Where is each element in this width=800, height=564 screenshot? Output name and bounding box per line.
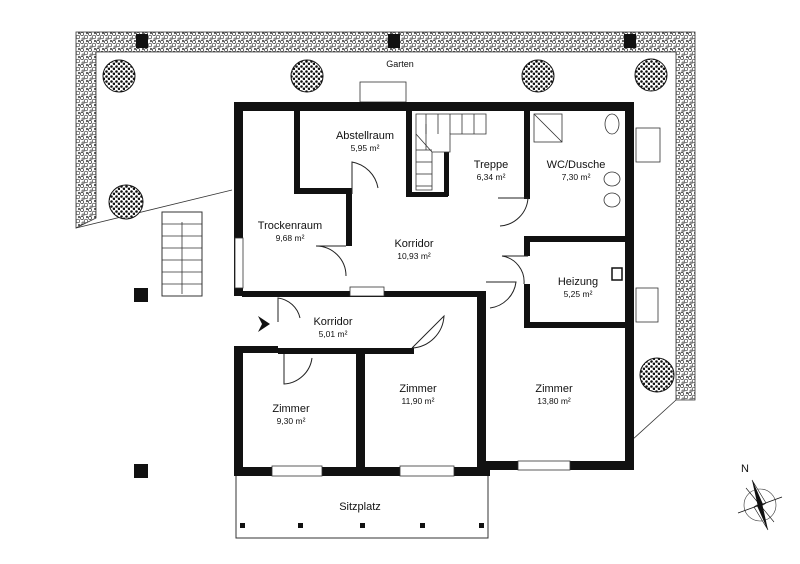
garden-post	[136, 34, 148, 48]
garden-gravel-border	[75, 31, 696, 441]
internal-staircase	[415, 113, 487, 191]
compass-rose-icon	[737, 479, 783, 531]
room-area-heizung: 5,25 m²	[564, 289, 593, 299]
shrub-icon	[639, 357, 675, 393]
room-area-abstellraum: 5,95 m²	[351, 143, 380, 153]
room-name-korridor-main: Korridor	[394, 238, 433, 250]
shrub-icon	[290, 59, 324, 93]
sink-icon	[603, 192, 621, 208]
room-name-heizung: Heizung	[558, 276, 598, 288]
shrub-icon	[102, 59, 136, 93]
compass: N	[737, 463, 783, 531]
room-name-zimmer1: Zimmer	[272, 403, 310, 415]
room-area-zimmer1: 9,30 m²	[277, 416, 306, 426]
shrub-icon	[521, 59, 555, 93]
room-area-trockenraum: 9,68 m²	[276, 233, 305, 243]
exterior-windows	[359, 81, 661, 323]
room-area-zimmer2: 11,90 m²	[402, 396, 435, 406]
sink-icon	[603, 171, 621, 187]
door-trockenraum	[315, 245, 347, 277]
room-area-treppe: 6,34 m²	[477, 172, 506, 182]
door-zimmer2	[411, 314, 445, 349]
garden-post	[624, 34, 636, 48]
garden-label: Garten	[386, 59, 414, 69]
shrub-icon	[108, 184, 144, 220]
room-name-trockenraum: Trockenraum	[258, 220, 322, 232]
shrub-icon	[634, 58, 668, 92]
garden-post	[388, 34, 400, 48]
room-area-wc: 7,30 m²	[562, 172, 591, 182]
door-heizung	[501, 255, 528, 285]
terrace	[235, 471, 489, 539]
exterior-stairs	[161, 211, 203, 297]
room-area-korridor-small: 5,01 m²	[319, 329, 348, 339]
pillar	[134, 464, 148, 478]
pillar	[134, 288, 148, 302]
room-name-abstellraum: Abstellraum	[336, 130, 394, 142]
door-abstellraum	[351, 161, 379, 194]
door-zimmer1	[283, 354, 313, 385]
shrubs	[102, 58, 675, 393]
interior-window	[234, 237, 244, 289]
door-wc	[498, 197, 529, 227]
bottom-windows	[271, 286, 571, 477]
room-labels: Abstellraum 5,95 m² Treppe 6,34 m² WC/Du…	[258, 130, 606, 426]
compass-label: N	[741, 463, 749, 475]
room-name-wc: WC/Dusche	[547, 159, 606, 171]
room-name-treppe: Treppe	[474, 159, 508, 171]
room-name-korridor-small: Korridor	[313, 316, 352, 328]
room-name-zimmer2: Zimmer	[399, 383, 437, 395]
room-area-zimmer3: 13,80 m²	[537, 396, 571, 406]
doors	[277, 161, 529, 385]
room-name-zimmer3: Zimmer	[535, 383, 573, 395]
room-area-korridor-main: 10,93 m²	[397, 251, 431, 261]
terrace-label: Sitzplatz	[339, 501, 381, 513]
entrance-arrow-icon	[258, 316, 270, 332]
heater-icon	[611, 267, 623, 281]
toilet-icon	[604, 113, 620, 135]
door-entrance	[277, 297, 301, 322]
door-zimmer3	[486, 281, 517, 309]
sanitary-fixtures	[533, 113, 621, 208]
